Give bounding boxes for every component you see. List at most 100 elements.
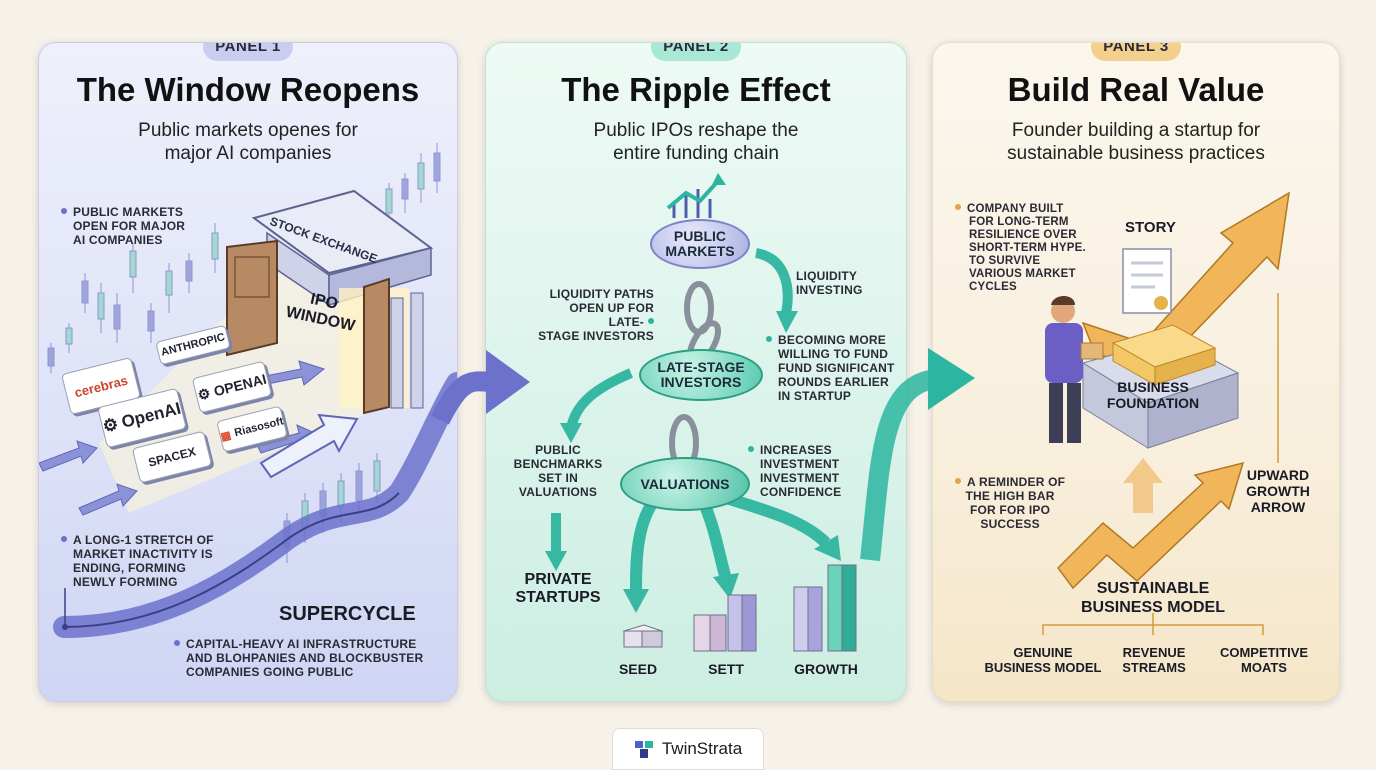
label-line: SUSTAINABLE: [1096, 580, 1210, 597]
callout-line: OPEN UP FOR LATE-: [569, 301, 654, 329]
callout-line: INVESTMENT: [760, 457, 840, 471]
panel2-illustration: [545, 173, 857, 652]
label-line: STREAMS: [1122, 660, 1186, 675]
callout-line: PUBLIC MARKETS: [73, 205, 184, 219]
twinstrata-logo-icon: [634, 741, 653, 758]
bullet-icon: [766, 336, 772, 342]
label-line: MOATS: [1241, 660, 1287, 675]
callout-line: BECOMING MORE: [778, 333, 886, 347]
panel3-callout-mid: A REMINDER OF THE HIGH BAR FOR FOR IPO S…: [955, 475, 1065, 531]
panel2-badge: PANEL 2: [651, 43, 741, 61]
panel3-subtitle: Founder building a startup for sustainab…: [933, 119, 1339, 165]
node-line: PUBLIC: [673, 228, 727, 244]
label-line: FOUNDATION: [1106, 395, 1200, 411]
callout-line: VARIOUS MARKET: [969, 268, 1076, 280]
callout-line: CYCLES: [969, 281, 1017, 293]
bullet-icon: [61, 536, 67, 542]
label-line: PRIVATE: [524, 571, 592, 588]
panel3-badge: PANEL 3: [1091, 43, 1181, 61]
panel2-subtitle: Public IPOs reshape the entire funding c…: [486, 119, 906, 165]
panel2-callout-right2: BECOMING MORE WILLING TO FUND FUND SIGNI…: [766, 333, 895, 403]
callout-line: WILLING TO FUND: [778, 347, 889, 361]
pillar-genuine-business-model: GENUINE BUSINESS MODEL: [975, 645, 1111, 675]
callout-line: COMPANIES GOING PUBLIC: [186, 665, 354, 679]
callout-line: THE HIGH BAR: [965, 489, 1055, 503]
callout-line: VALUATIONS: [518, 485, 598, 499]
logo-text: OpenAI: [119, 398, 183, 432]
panel2-callout-right1: LIQUIDITY INVESTING: [796, 269, 862, 297]
panel1-callout-top: PUBLIC MARKETS OPEN FOR MAJOR AI COMPANI…: [61, 205, 185, 247]
callout-line: CONFIDENCE: [760, 485, 842, 499]
panel2-subtitle-line2: entire funding chain: [613, 143, 779, 164]
label-line: ARROW: [1250, 499, 1306, 515]
logo-text: Riasosoft: [233, 415, 285, 440]
callout-line: INVESTMENT: [760, 471, 840, 485]
panel3-subtitle-line1: Founder building a startup for: [1011, 120, 1261, 141]
callout-line: A REMINDER OF: [967, 475, 1066, 489]
upward-growth-arrow-label: UPWARD GROWTH ARROW: [1233, 467, 1323, 515]
callout-line: PUBLIC: [535, 443, 581, 457]
panel1-callout-bottom: CAPITAL-HEAVY AI INFRASTRUCTURE AND BLOH…: [174, 637, 423, 679]
panel-window-reopens: PANEL 1 The Window Reopens Public market…: [38, 42, 458, 702]
callout-line: INCREASES: [760, 443, 832, 457]
openai-icon: ⚙: [195, 384, 212, 403]
panel3-callout-top: COMPANY BUILT FOR LONG-TERM RESILIENCE O…: [955, 203, 1086, 294]
stage-seed: SEED: [618, 661, 658, 677]
panel2-callout-left2: PUBLIC BENCHMARKS SET IN VALUATIONS: [508, 443, 608, 499]
panel2-subtitle-line1: Public IPOs reshape the: [593, 120, 799, 141]
stage-sett: SETT: [708, 661, 744, 677]
panel-build-real-value: PANEL 3 Build Real Value Founder buildin…: [932, 42, 1340, 702]
panel1-subtitle-line1: Public markets openes for: [138, 120, 358, 141]
callout-line: COMPANY BUILT: [967, 203, 1064, 215]
callout-line: FUND SIGNIFICANT: [778, 361, 895, 375]
callout-line: SET IN: [538, 471, 578, 485]
logo-text: cerebras: [72, 372, 130, 400]
label-line: COMPETITIVE: [1219, 645, 1309, 660]
label-line: STARTUPS: [515, 589, 601, 606]
panel1-badge: PANEL 1: [203, 43, 293, 61]
node-line: LATE-STAGE: [657, 359, 745, 375]
callout-line: FOR LONG-TERM: [969, 216, 1069, 228]
callout-line: NEWLY FORMING: [73, 575, 178, 589]
panel1-subtitle: Public markets openes for major AI compa…: [39, 119, 457, 165]
stage-growth: GROWTH: [794, 661, 858, 677]
panel2-callout-left1: LIQUIDITY PATHS OPEN UP FOR LATE- STAGE …: [534, 287, 654, 343]
callout-line: RESILIENCE OVER: [969, 229, 1077, 241]
brand-footer: TwinStrata: [612, 728, 764, 770]
sustainable-business-model-label: SUSTAINABLE BUSINESS MODEL: [1053, 579, 1253, 617]
callout-line: TO SURVIVE: [969, 255, 1041, 267]
panel1-callout-mid: A LONG-1 STRETCH OF MARKET INACTIVITY IS…: [61, 533, 214, 589]
callout-line: ENDING, FORMING: [73, 561, 186, 575]
callout-line: STAGE INVESTORS: [538, 329, 654, 343]
private-startups-label: PRIVATE STARTUPS: [508, 571, 608, 607]
callout-line: IN STARTUP: [778, 389, 852, 403]
bullet-icon: [174, 640, 180, 646]
story-label: STORY: [1125, 219, 1176, 236]
label-line: BUSINESS: [1117, 379, 1189, 395]
node-line: MARKETS: [665, 243, 735, 259]
callout-line: LIQUIDITY PATHS: [549, 287, 654, 301]
callout-line: CAPITAL-HEAVY AI INFRASTRUCTURE: [186, 637, 417, 651]
callout-line: LIQUIDITY: [796, 269, 858, 283]
windows-icon: ▦: [219, 428, 233, 444]
logo-text: SPACEX: [146, 444, 198, 470]
callout-line: A LONG-1 STRETCH OF: [73, 533, 214, 547]
logo-text: OPENAI: [212, 370, 269, 400]
brand-name: TwinStrata: [661, 739, 743, 758]
panel1-title: The Window Reopens: [76, 71, 420, 108]
callout-line: AI COMPANIES: [73, 233, 163, 247]
panel3-subtitle-line2: sustainable business practices: [1007, 143, 1265, 164]
label-line: BUSINESS MODEL: [984, 660, 1102, 675]
panel-ripple-effect: PANEL 2 The Ripple Effect Public IPOs re…: [485, 42, 907, 702]
panel2-title: The Ripple Effect: [561, 71, 831, 108]
callout-line: OPEN FOR MAJOR: [73, 219, 186, 233]
panel3-illustration: [1042, 191, 1290, 635]
label-line: GENUINE: [1013, 645, 1073, 660]
panel2-callout-right3: INCREASES INVESTMENT INVESTMENT CONFIDEN…: [748, 443, 841, 499]
business-foundation-label: BUSINESS FOUNDATION: [1093, 379, 1213, 411]
callout-line: ROUNDS EARLIER: [778, 375, 889, 389]
callout-line: FOR FOR IPO: [969, 503, 1051, 517]
callout-line: AND BLOHPANIES AND BLOCKBUSTER: [186, 651, 424, 665]
